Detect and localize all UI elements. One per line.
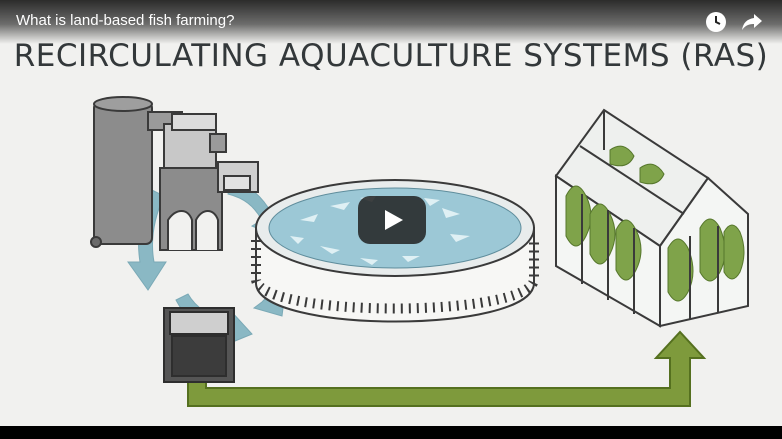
- play-button[interactable]: [358, 196, 426, 244]
- top-overlay-bar: [0, 0, 782, 44]
- bottom-letterbox: [0, 426, 782, 439]
- video-frame[interactable]: What is land-based fish farming? RECIRCU…: [0, 0, 782, 426]
- play-icon: [385, 210, 403, 230]
- green-flow-arrow: [187, 330, 707, 407]
- slide-heading: RECIRCULATING AQUACULTURE SYSTEMS (RAS): [13, 38, 769, 74]
- pump-box: [163, 307, 235, 383]
- filter-equipment: [90, 96, 259, 251]
- video-title-link[interactable]: What is land-based fish farming?: [16, 12, 235, 29]
- aquaculture-illustration: [90, 96, 749, 407]
- clock-icon[interactable]: [704, 10, 728, 34]
- share-arrow-icon[interactable]: [740, 10, 764, 34]
- greenhouse: [554, 108, 749, 328]
